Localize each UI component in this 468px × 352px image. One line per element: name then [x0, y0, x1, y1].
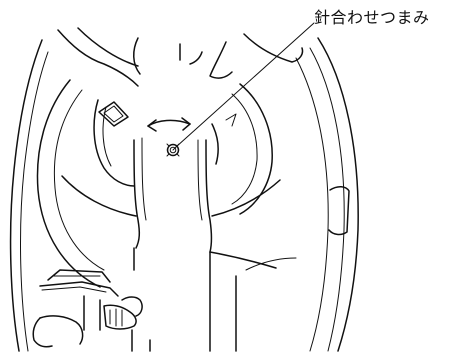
housing-right [295, 37, 359, 352]
dial-left [36, 79, 135, 288]
lower-mechanism [32, 269, 151, 352]
knob-icon [166, 143, 180, 157]
callout-label: 針合わせつまみ [314, 8, 430, 27]
rotation-arrow-icon [147, 117, 191, 132]
housing-left [9, 39, 49, 352]
dial-right [211, 83, 273, 215]
callout-leader-line [175, 22, 315, 148]
central-frame [57, 27, 304, 352]
